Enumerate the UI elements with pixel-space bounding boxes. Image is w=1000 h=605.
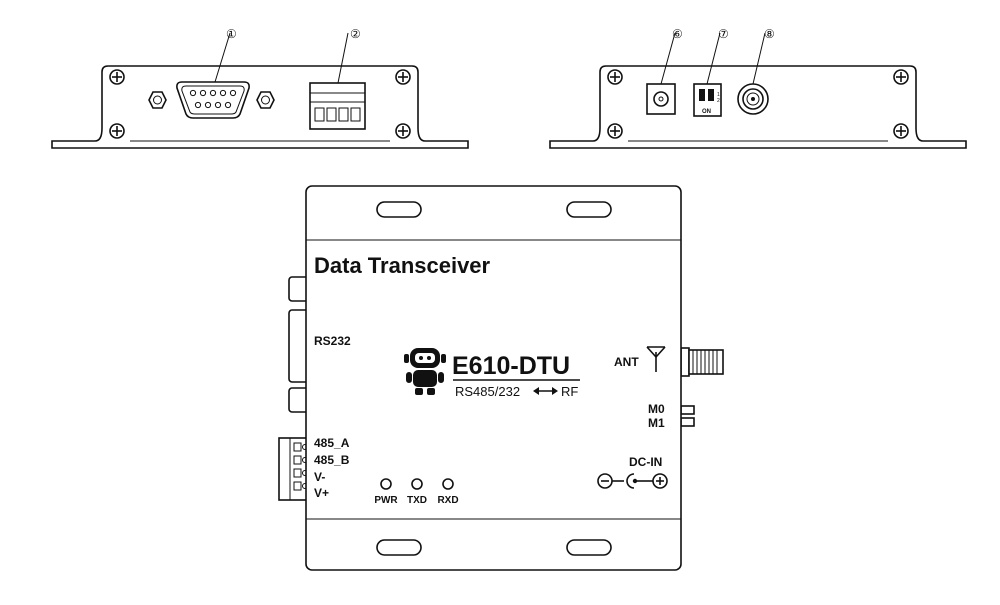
terminal-label-vplus: V+ <box>314 486 329 500</box>
screw-icon <box>109 69 125 85</box>
dip-number-1: 1 <box>717 92 720 98</box>
led-rxd <box>442 478 454 490</box>
led-pwr <box>380 478 392 490</box>
screw-icon <box>109 123 125 139</box>
bidirectional-arrow-icon <box>533 387 558 395</box>
mounting-slot <box>376 201 422 218</box>
screw-icon <box>893 123 909 139</box>
terminal-label-485a: 485_A <box>314 436 350 450</box>
led-label-txd: TXD <box>407 495 427 506</box>
dip-switch-icon: 1 2 ON <box>693 83 722 117</box>
device-title: Data Transceiver <box>314 253 491 278</box>
callout-6: ⑥ <box>672 27 683 41</box>
terminal-block-icon <box>309 82 366 130</box>
screw-icon <box>893 69 909 85</box>
m1-label: M1 <box>648 416 665 430</box>
dc-polarity-icon <box>597 473 668 489</box>
mounting-slot <box>376 539 422 556</box>
robot-logo-icon <box>404 348 446 395</box>
callout-1: ① <box>226 27 237 41</box>
terminal-label-485b: 485_B <box>314 453 350 467</box>
interface-label: RS485/232 <box>455 384 520 399</box>
screw-icon <box>395 69 411 85</box>
dip-switch-side <box>680 405 695 427</box>
terminal-block-side <box>278 437 310 501</box>
device-top-view: Data Transceiver RS232 E610-DTU RS485/23… <box>278 185 724 571</box>
db9-connector-icon <box>176 81 250 119</box>
model-name: E610-DTU <box>452 352 570 380</box>
enclosure <box>305 185 682 571</box>
screw-icon <box>607 123 623 139</box>
mounting-slot <box>566 539 612 556</box>
dcin-label: DC-IN <box>629 455 662 469</box>
led-label-rxd: RXD <box>437 495 458 506</box>
screw-icon <box>607 69 623 85</box>
callout-7: ⑦ <box>718 27 729 41</box>
hex-standoff-icon <box>256 91 275 109</box>
dip-on-label: ON <box>702 109 711 115</box>
led-label-pwr: PWR <box>374 495 398 506</box>
callout-8: ⑧ <box>764 27 775 41</box>
ant-label: ANT <box>614 355 639 369</box>
antenna-icon <box>646 346 666 372</box>
mounting-slot <box>566 201 612 218</box>
sma-connector-icon <box>737 83 769 115</box>
dc-jack-icon <box>646 83 676 115</box>
screw-icon <box>395 123 411 139</box>
terminal-label-vminus: V- <box>314 470 325 484</box>
right-side-view: 1 2 ON ⑥ ⑦ ⑧ <box>549 27 967 149</box>
rf-label: RF <box>561 384 578 399</box>
dip-number-2: 2 <box>717 98 720 104</box>
hex-standoff-icon <box>148 91 167 109</box>
left-side-view: ① ② <box>51 27 469 149</box>
m0-label: M0 <box>648 402 665 416</box>
antenna-connector-side <box>680 347 724 377</box>
led-txd <box>411 478 423 490</box>
callout-2: ② <box>350 27 361 41</box>
rs232-label: RS232 <box>314 334 351 348</box>
